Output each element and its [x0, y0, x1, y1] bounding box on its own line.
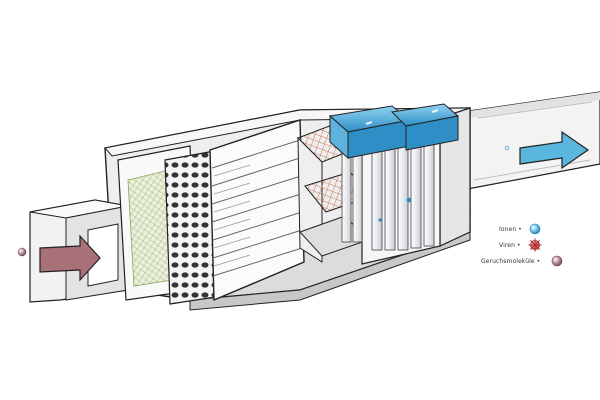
legend-virus: Viren • [499, 238, 521, 252]
legend-odor-label: Geruchsmoleküle • [481, 257, 541, 265]
legend-ions: Ionen • [499, 222, 522, 236]
outlet-duct [461, 91, 600, 191]
legend-ions-label: Ionen • [499, 225, 522, 233]
legend-odor-marker [551, 255, 563, 267]
legend-virus-marker [528, 238, 542, 252]
ionizer-tube-section [341, 117, 441, 265]
inflow-particle [17, 247, 27, 257]
outflow-arrow [519, 130, 590, 170]
legend-ion-marker [529, 223, 541, 235]
outflow-particle [504, 145, 510, 151]
ionizer-top-units [328, 103, 460, 160]
inflow-arrow [39, 234, 101, 282]
legend-odor: Geruchsmoleküle • [481, 254, 540, 268]
legend-virus-label: Viren • [499, 241, 521, 249]
pleated-filter [209, 119, 305, 302]
